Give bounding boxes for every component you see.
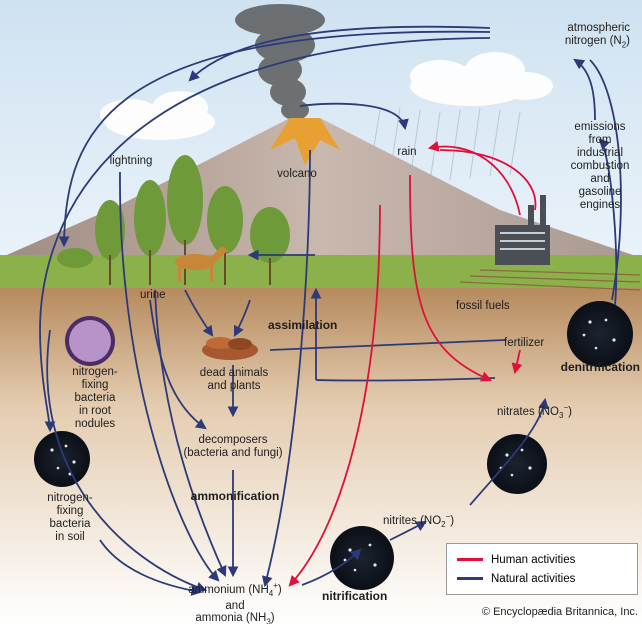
- denitrification-label: denitrification: [540, 361, 640, 374]
- atmospheric-line1: atmospheric: [480, 22, 630, 35]
- nitrification-bacteria-image: [330, 526, 394, 590]
- legend-natural-row: Natural activities: [457, 572, 575, 586]
- nitrites-label: nitrites (NO2−): [383, 510, 454, 531]
- decomposers-label: decomposers (bacteria and fungi): [158, 434, 308, 460]
- assimilation-label: assimilation: [268, 319, 337, 332]
- ammonium-label: ammonium (NH4+) and ammonia (NH3): [160, 580, 310, 624]
- root-nodule-bacteria-image: [65, 316, 115, 366]
- emissions-label: emissions from industrial combustion and…: [555, 121, 642, 212]
- legend-human-label: Human activities: [491, 554, 575, 566]
- dead-matter-pile: [202, 337, 258, 360]
- nitrite-bacteria-image: [487, 434, 547, 494]
- legend: Human activities Natural activities: [446, 543, 638, 595]
- fertilizer-label: fertilizer: [504, 337, 544, 350]
- nitrification-label: nitrification: [322, 590, 387, 603]
- lightning-label: lightning: [96, 155, 166, 168]
- nitrates-label: nitrates (NO3−): [497, 401, 572, 422]
- legend-natural-label: Natural activities: [491, 573, 575, 585]
- denitrification-bacteria-image: [567, 301, 633, 367]
- legend-human-row: Human activities: [457, 553, 575, 567]
- dead-animals-label: dead animals and plants: [190, 367, 278, 393]
- atmospheric-line2: nitrogen (N2): [480, 35, 630, 51]
- volcano-label: volcano: [265, 168, 329, 181]
- copyright-credit: © Encyclopædia Britannica, Inc.: [482, 606, 638, 618]
- legend-natural-swatch: [457, 577, 483, 580]
- rain-label: rain: [393, 146, 421, 159]
- root-nodule-bacteria-label: nitrogen- fixing bacteria in root nodule…: [55, 366, 135, 431]
- soil-bacteria-image: [34, 431, 90, 487]
- ammonification-label: ammonification: [170, 490, 300, 503]
- soil-bacteria-label: nitrogen- fixing bacteria in soil: [30, 492, 110, 544]
- fossil-fuels-label: fossil fuels: [456, 300, 510, 313]
- atmospheric-nitrogen-label: atmospheric nitrogen (N2): [480, 22, 630, 51]
- legend-human-swatch: [457, 558, 483, 561]
- urine-label: urine: [140, 289, 166, 302]
